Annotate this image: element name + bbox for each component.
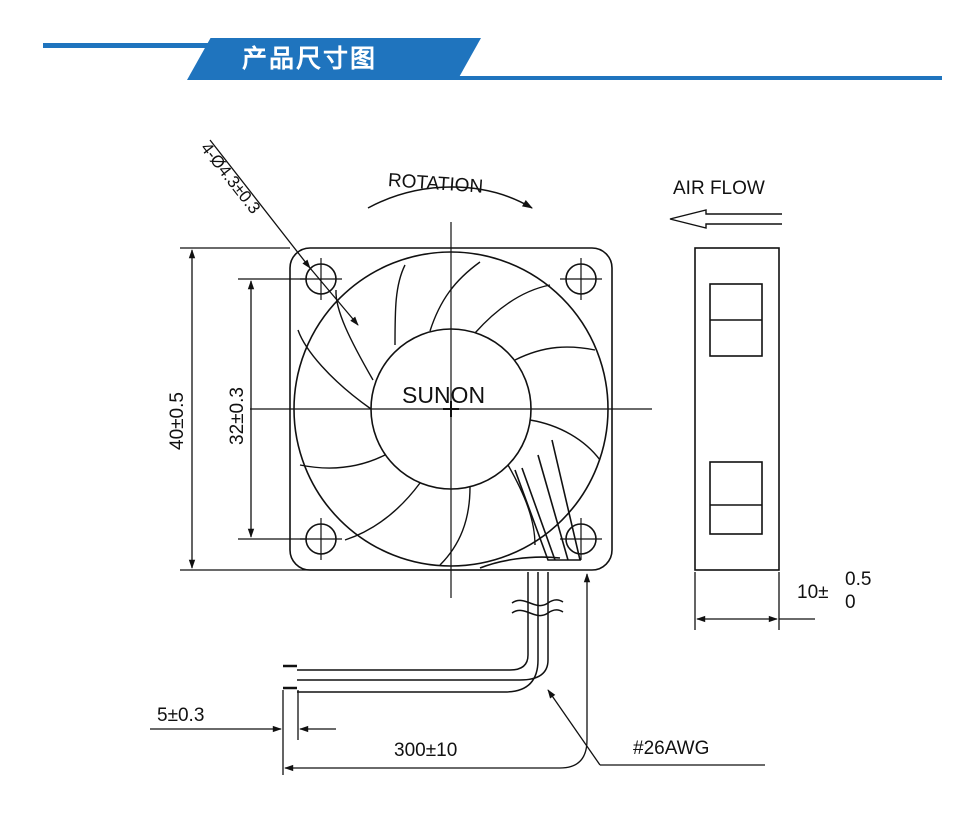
lead-length-label: 300±10 [394,740,457,761]
hole-crosshairs [300,258,602,560]
wire-gauge-leader [547,689,765,766]
outer-dimension-label: 40±0.5 [167,392,188,450]
hole-leader-line [209,139,311,269]
rotation-arrow [367,186,533,209]
fan-side-view [694,247,780,571]
airflow-label: AIR FLOW [673,178,765,199]
lead-length-dimension [284,573,591,772]
thickness-dimension [694,572,815,630]
hole-spec-label: 4-Ø4.3±0.3 [197,139,264,218]
outer-dimension [180,247,520,571]
hole-spacing-label: 32±0.3 [227,387,248,445]
strip-dimension [150,690,336,775]
airflow-arrow [669,209,782,229]
header-left-rule [43,43,213,48]
hole-leader-line-inner [309,267,359,326]
header-title: 产品尺寸图 [242,44,378,73]
center-lines [250,222,652,598]
hole-spacing-dimension [238,278,306,540]
header-right-rule [455,76,942,80]
lead-wires [283,572,564,693]
strip-dimension-label: 5±0.3 [157,705,204,726]
wire-gauge-label: #26AWG [633,738,709,759]
header-banner [187,38,481,80]
thickness-lower-tolerance: 0 [845,592,856,613]
section-header: 产品尺寸图 [0,0,980,90]
brand-label: SUNON [402,382,485,408]
wire-channel [479,439,582,569]
thickness-upper-tolerance: 0.5 [845,569,871,590]
thickness-label: 10± [797,582,829,603]
